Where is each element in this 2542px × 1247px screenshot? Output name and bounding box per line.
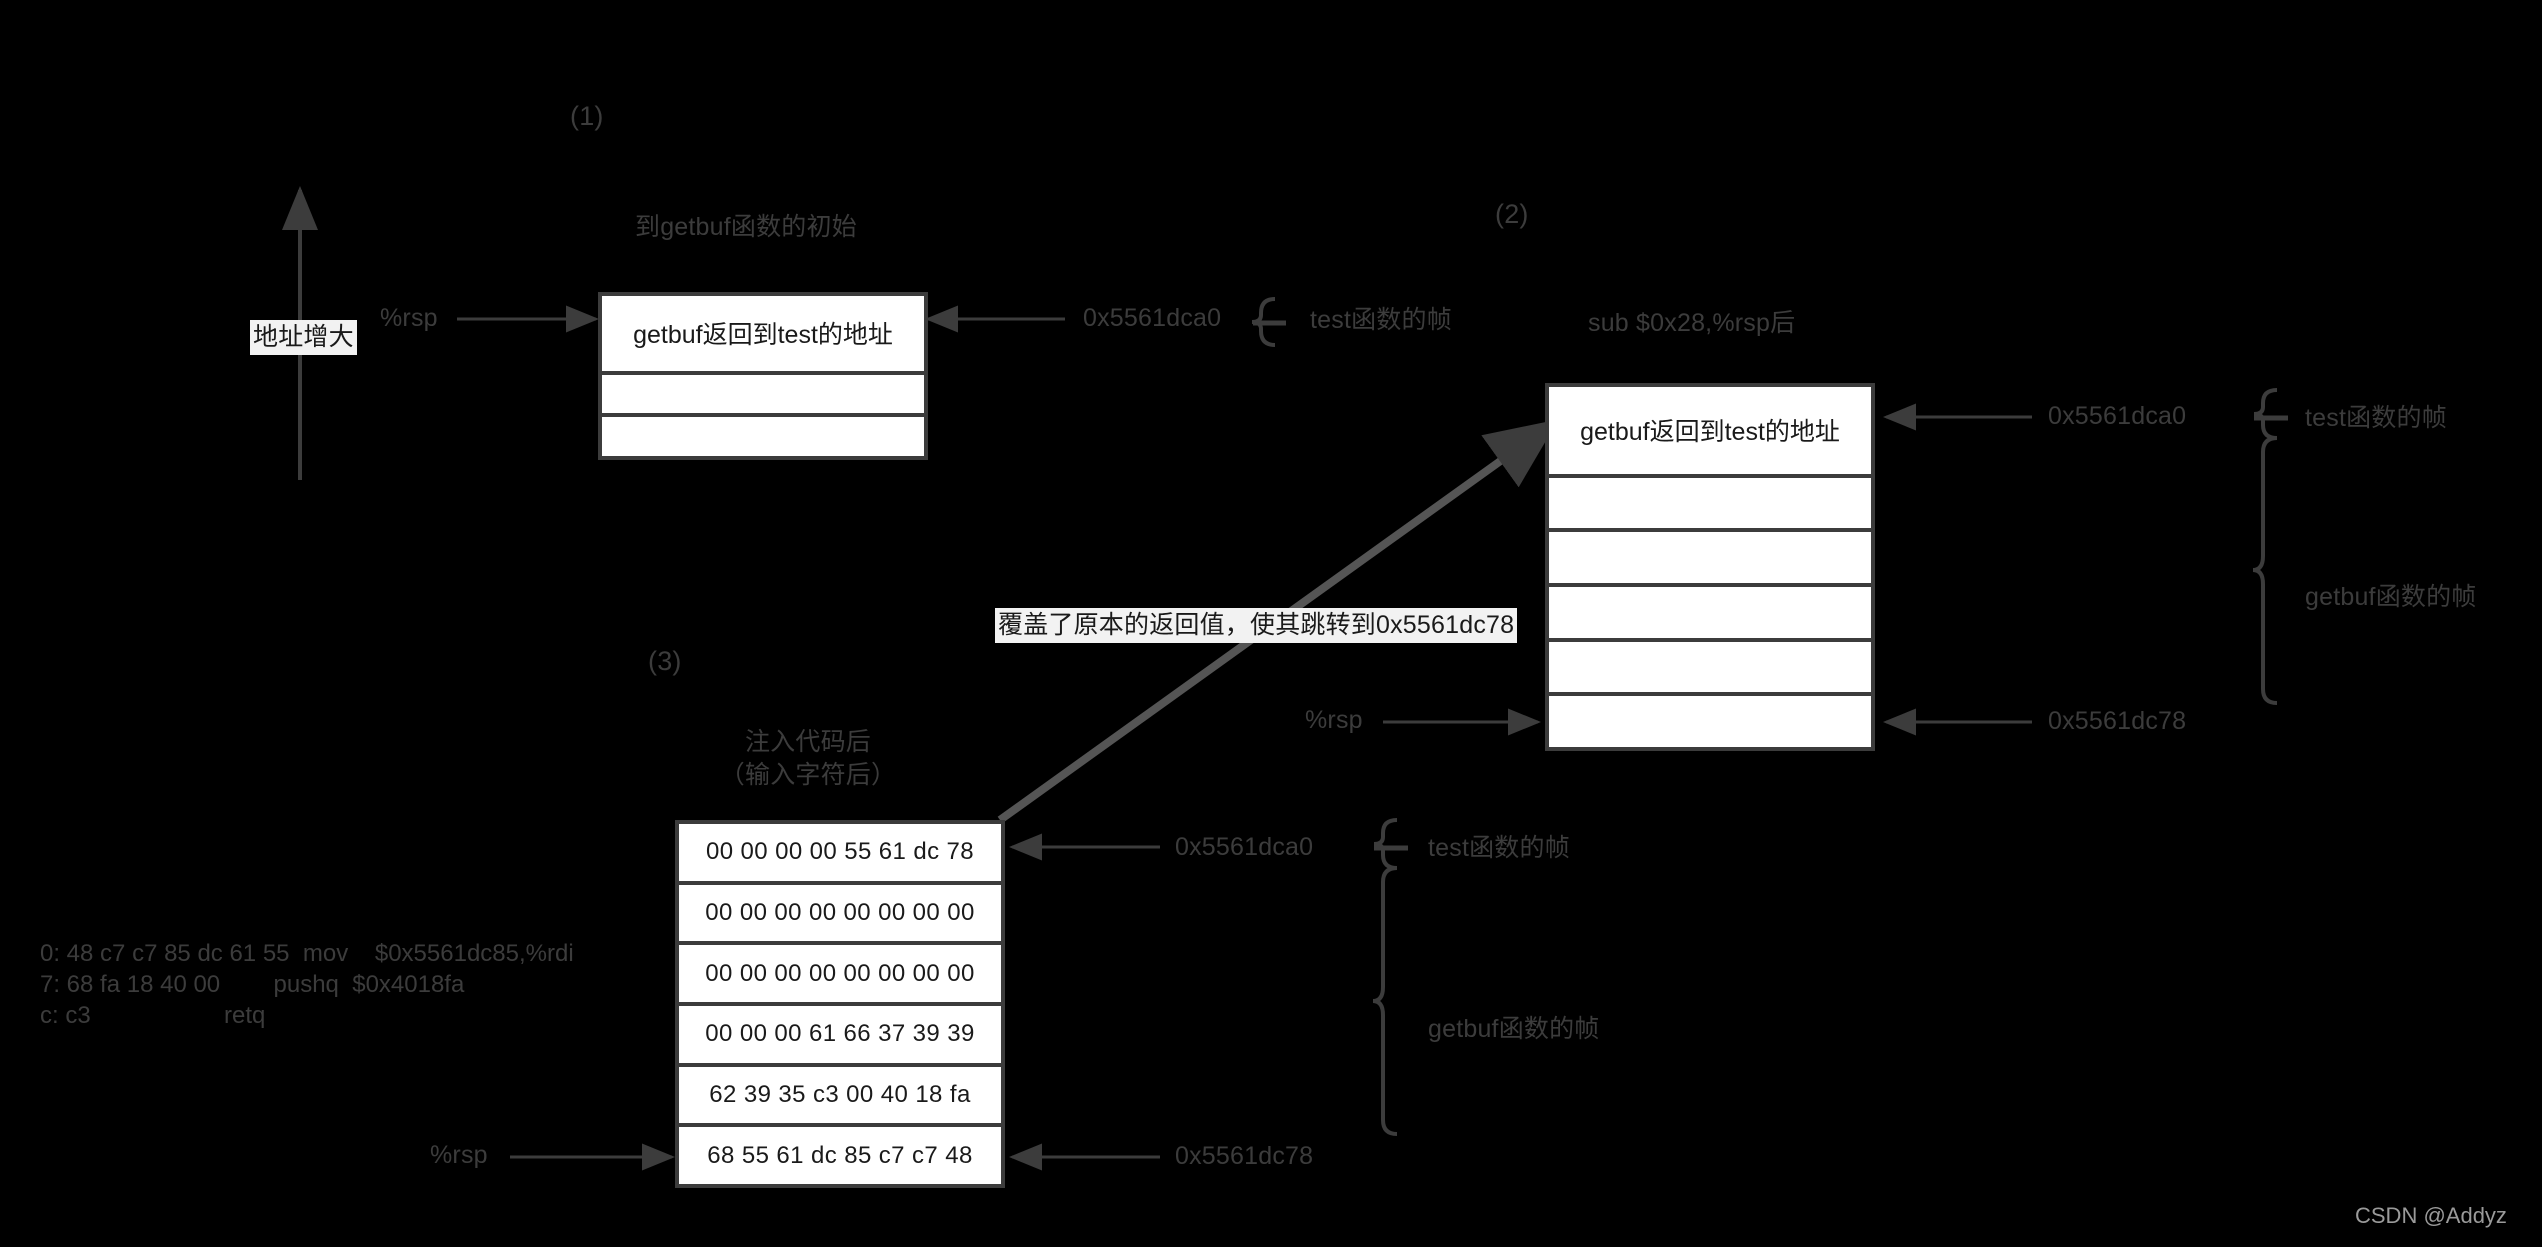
- panel3-cell-3: 00 00 00 61 66 37 39 39: [679, 1006, 1001, 1067]
- panel3-brace-test-label: test函数的帧: [1428, 834, 1570, 862]
- panel3-rsp-label: %rsp: [430, 1141, 488, 1169]
- panel3-cell-2: 00 00 00 00 00 00 00 00: [679, 945, 1001, 1007]
- panel2-brace-test: [2253, 388, 2278, 440]
- panel2-address-top: 0x5561dca0: [2048, 402, 2187, 430]
- panel3-brace-test: [1373, 818, 1398, 870]
- panel1-cell-0: getbuf返回到test的地址: [602, 296, 924, 375]
- panel1-cell-2: [602, 417, 924, 457]
- panel3-number: (3): [648, 646, 682, 676]
- panel2-cell-1: [1549, 477, 1871, 533]
- panel3-cell-1: 00 00 00 00 00 00 00 00: [679, 884, 1001, 946]
- panel3-caption-line1: 注入代码后: [744, 728, 871, 756]
- panel2-caption: sub $0x28,%rsp后: [1588, 309, 1796, 337]
- panel3-stack: 00 00 00 00 55 61 dc 78 00 00 00 00 00 0…: [675, 820, 1005, 1188]
- panel2-stack: getbuf返回到test的地址: [1545, 383, 1875, 751]
- panel3-cell-5: 68 55 61 dc 85 c7 c7 48: [679, 1127, 1001, 1185]
- panel3-caption-line2: （输入字符后）: [719, 761, 897, 789]
- panel2-brace-getbuf: [2252, 436, 2278, 705]
- panel2-brace-getbuf-label: getbuf函数的帧: [2305, 583, 2477, 611]
- injected-assembly-listing: 0: 48 c7 c7 85 dc 61 55 mov $0x5561dc85,…: [40, 940, 574, 1029]
- address-axis-label: 地址增大: [250, 320, 357, 356]
- panel3-cell-4: 62 39 35 c3 00 40 18 fa: [679, 1066, 1001, 1128]
- panel3-cell-0: 00 00 00 00 55 61 dc 78: [679, 824, 1001, 885]
- panel2-rsp-label: %rsp: [1305, 706, 1363, 734]
- panel1-brace-label: test函数的帧: [1310, 306, 1452, 334]
- overwrite-annotation: 覆盖了原本的返回值，使其跳转到0x5561dc78: [995, 608, 1518, 644]
- panel3-address-top: 0x5561dca0: [1175, 833, 1314, 861]
- panel1-number: (1): [570, 101, 604, 131]
- panel3-brace-getbuf: [1372, 866, 1398, 1136]
- watermark: CSDN @Addyz: [2355, 1203, 2507, 1228]
- panel2-number: (2): [1495, 199, 1529, 229]
- panel2-cell-2: [1549, 532, 1871, 588]
- panel1-rsp-label: %rsp: [380, 304, 438, 332]
- panel2-cell-0: getbuf返回到test的地址: [1549, 387, 1871, 478]
- panel2-address-bottom: 0x5561dc78: [2048, 707, 2187, 735]
- panel1-cell-1: [602, 374, 924, 418]
- panel2-cell-3: [1549, 587, 1871, 642]
- panel1-brace: [1251, 297, 1276, 347]
- panel2-cell-4: [1549, 641, 1871, 697]
- panel1-stack: getbuf返回到test的地址: [598, 292, 928, 460]
- panel2-brace-test-label: test函数的帧: [2305, 404, 2447, 432]
- panel3-address-bottom: 0x5561dc78: [1175, 1142, 1314, 1170]
- panel3-brace-getbuf-label: getbuf函数的帧: [1428, 1015, 1600, 1043]
- panel2-cell-5: [1549, 696, 1871, 748]
- panel1-caption: 到getbuf函数的初始: [635, 213, 857, 241]
- panel1-address-top: 0x5561dca0: [1083, 304, 1222, 332]
